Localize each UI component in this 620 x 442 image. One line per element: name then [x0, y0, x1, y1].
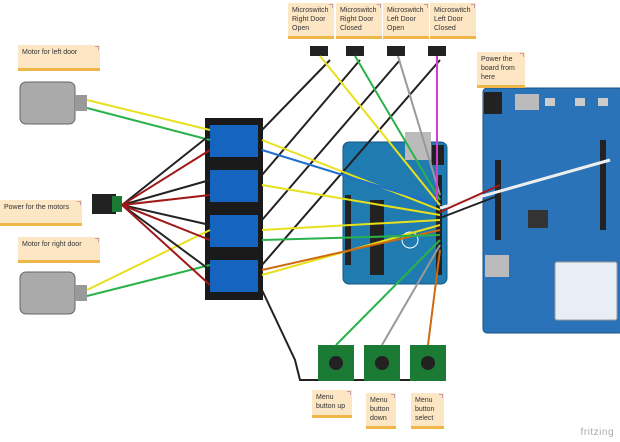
note-ms-left-open: Microswitch Left Door Open — [383, 3, 429, 39]
note-power-motors: Power for the motors — [0, 200, 82, 226]
motor-right — [19, 271, 87, 315]
edison-board — [482, 87, 620, 334]
note-ms-left-closed: Microswitch Left Door Closed — [430, 3, 476, 39]
wires — [86, 55, 611, 381]
note-ms-right-closed: Microswitch Right Door Closed — [336, 3, 382, 39]
note-ms-right-open: Microswitch Right Door Open — [288, 3, 334, 39]
fritzing-logo: fritzing — [580, 427, 614, 438]
note-motor-right: Motor for right door — [18, 237, 100, 263]
motor-left — [19, 81, 87, 125]
relay-module-stack — [205, 118, 263, 300]
note-motor-left: Motor for left door — [18, 45, 100, 71]
note-btn-select: Menu button select — [411, 393, 444, 429]
menu-buttons — [318, 345, 446, 381]
power-jack — [92, 194, 122, 214]
note-btn-down: Menu button down — [366, 393, 396, 429]
note-power-board: Power the board from here — [477, 52, 525, 88]
microswitches — [310, 46, 446, 56]
note-btn-up: Menu button up — [312, 390, 352, 418]
arduino-uno — [342, 132, 448, 285]
